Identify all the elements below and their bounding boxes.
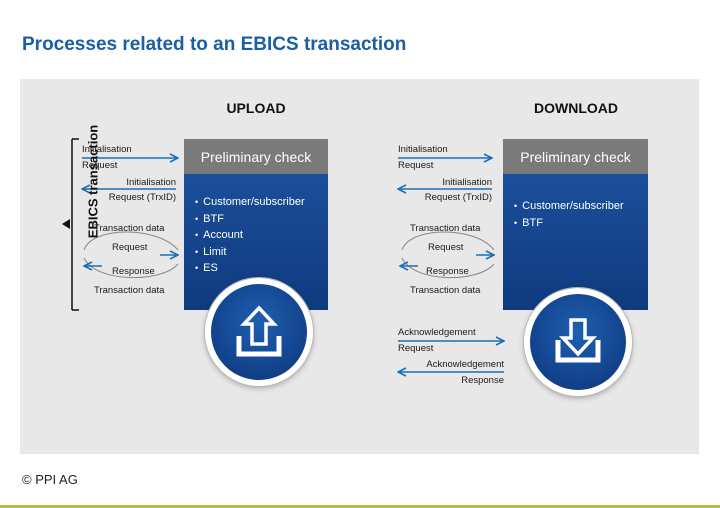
download-preliminary-check: Preliminary check xyxy=(503,139,648,174)
ebics-bracket xyxy=(62,138,79,311)
upload-request-label: Request xyxy=(112,242,148,253)
upload-icon xyxy=(205,278,313,386)
download-request-label: Request xyxy=(428,242,464,253)
page-title: Processes related to an EBICS transactio… xyxy=(22,34,407,55)
upload-init-response-label: Request (TrxID) xyxy=(108,192,176,203)
accent-line xyxy=(0,505,720,508)
copyright-notice: © PPI AG xyxy=(22,472,78,487)
download-arrows xyxy=(398,158,504,372)
upload-init-request-label: Initialisation xyxy=(82,144,132,155)
download-init-request-label: Request xyxy=(398,160,434,171)
upload-response-label: Response xyxy=(112,266,155,277)
upload-preliminary-check: Preliminary check xyxy=(184,139,328,174)
upload-check-list: Customer/subscriber BTF Account Limit ES xyxy=(195,194,328,277)
check-item: Customer/subscriber xyxy=(195,194,328,211)
acknowledgement-response-label: Acknowledgement xyxy=(426,359,504,370)
download-init-response-label: Initialisation xyxy=(442,177,492,188)
upload-arrows xyxy=(82,158,178,279)
upload-transaction-data-label: Transaction data xyxy=(94,285,165,296)
acknowledgement-request-label: Acknowledgement xyxy=(398,327,476,338)
upload-heading: UPLOAD xyxy=(226,100,286,116)
download-check-list: Customer/subscriber BTF xyxy=(514,198,648,231)
check-item: BTF xyxy=(514,215,648,232)
check-item: BTF xyxy=(195,211,328,228)
check-item: Account xyxy=(195,227,328,244)
check-item: Limit xyxy=(195,244,328,261)
upload-init-request-label: Request xyxy=(82,160,118,171)
download-response-label: Response xyxy=(426,266,469,277)
download-transaction-data-label: Transaction data xyxy=(410,285,481,296)
download-check-box: Customer/subscriber BTF xyxy=(503,174,648,310)
upload-init-response-label: Initialisation xyxy=(126,177,176,188)
download-init-response-label: Request (TrxID) xyxy=(424,192,492,203)
acknowledgement-response-label: Response xyxy=(461,375,504,386)
download-icon xyxy=(524,288,632,396)
check-item: Customer/subscriber xyxy=(514,198,648,215)
download-init-request-label: Initialisation xyxy=(398,144,448,155)
acknowledgement-request-label: Request xyxy=(398,343,434,354)
upload-transaction-data-label: Transaction data xyxy=(94,223,165,234)
download-heading: DOWNLOAD xyxy=(534,100,618,116)
download-transaction-data-label: Transaction data xyxy=(410,223,481,234)
check-item: ES xyxy=(195,260,328,277)
